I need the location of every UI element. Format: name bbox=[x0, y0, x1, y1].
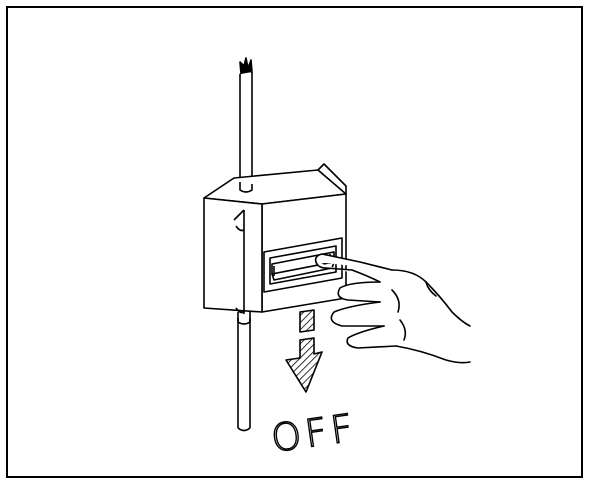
lower-cable bbox=[237, 318, 251, 432]
switch-window bbox=[263, 237, 343, 293]
off-label: OFF bbox=[269, 405, 360, 460]
hand-icon bbox=[314, 253, 471, 364]
illustration-frame bbox=[6, 6, 583, 478]
switch-box-icon bbox=[203, 163, 347, 325]
power-cable-icon bbox=[239, 57, 253, 187]
down-arrow-icon bbox=[285, 309, 323, 393]
